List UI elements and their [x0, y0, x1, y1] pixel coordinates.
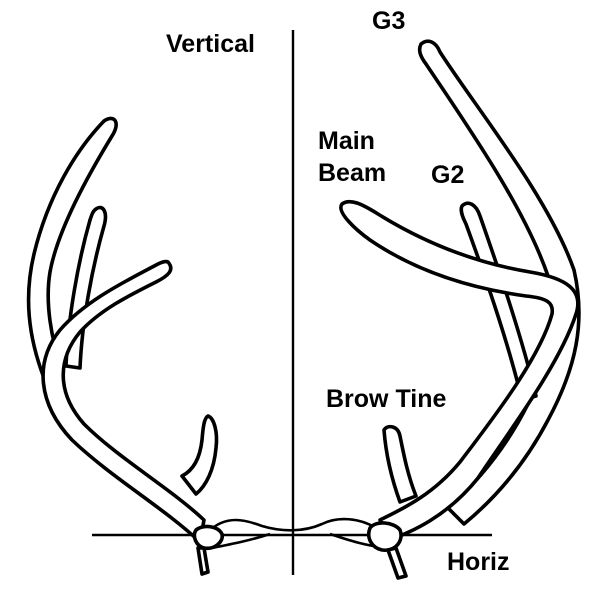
right-brow-tine: [382, 424, 418, 504]
right-burr: [366, 521, 403, 552]
skull-outline: [207, 517, 377, 533]
main-beam-label-line2: Beam: [318, 159, 387, 187]
left-burr: [192, 524, 225, 551]
horiz-label: Horiz: [447, 548, 510, 576]
right-pedicle: [386, 546, 408, 580]
g3-label: G3: [372, 7, 406, 35]
brow-tine-label: Brow Tine: [326, 385, 447, 413]
g2-label: G2: [431, 161, 465, 189]
main-beam-label-line1: Main: [318, 127, 375, 155]
left-main-beam: [41, 259, 206, 544]
left-antler: [26, 116, 225, 576]
right-antler: [339, 39, 581, 580]
main-beam-label: Main Beam: [318, 125, 386, 189]
left-pedicle: [196, 546, 210, 576]
vertical-label: Vertical: [166, 30, 255, 58]
left-brow-tine: [180, 414, 219, 496]
right-g3-tine: [417, 39, 581, 526]
